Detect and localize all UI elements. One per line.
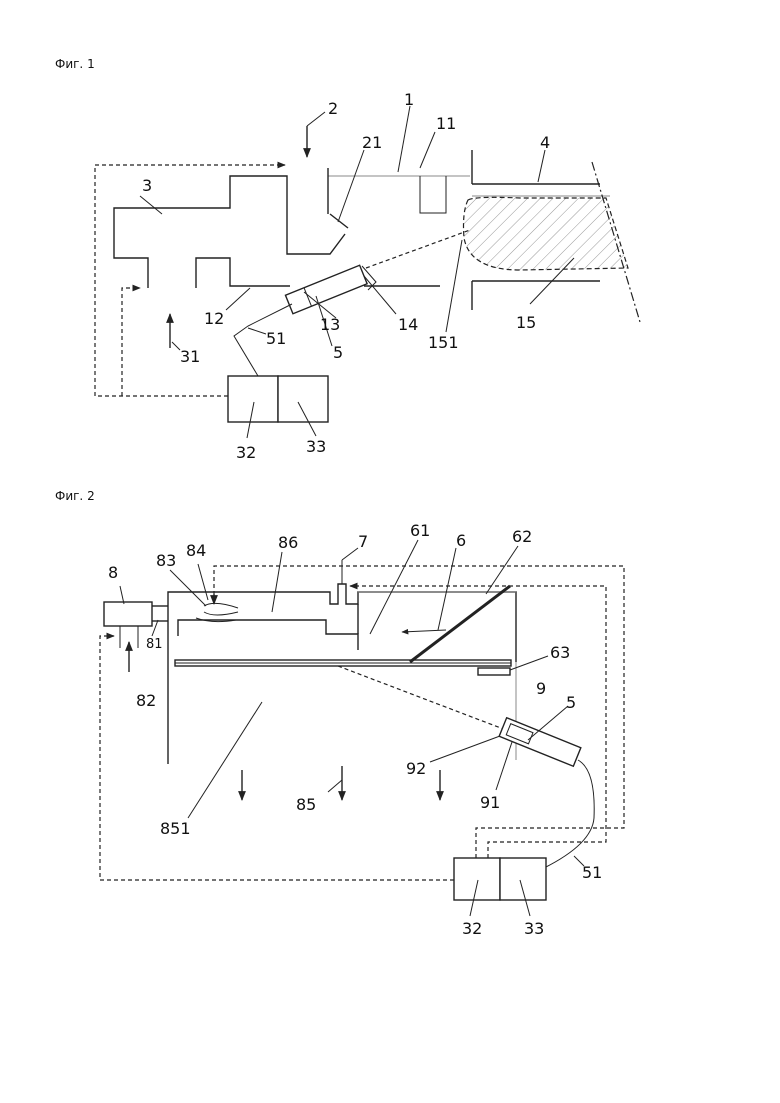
figure-1-title: Фиг. 1: [55, 57, 95, 71]
fig1-label-1: 1: [404, 90, 414, 109]
fig2-label-7: 7: [358, 532, 368, 551]
fig1-label-11: 11: [436, 114, 456, 133]
fig2-label-51: 51: [582, 863, 602, 882]
fig2-label-33: 33: [524, 919, 544, 938]
fig1-label-51: 51: [266, 329, 286, 348]
fig2-drawing: [100, 540, 624, 916]
fig1-label-12: 12: [204, 309, 224, 328]
fig1-label-32: 32: [236, 443, 256, 462]
fig2-label-61: 61: [410, 521, 430, 540]
fig2-label-83: 83: [156, 551, 176, 570]
fig1-label-4: 4: [540, 133, 550, 152]
fig1-label-151: 151: [428, 333, 459, 352]
fig2-label-81: 81: [146, 637, 163, 652]
figure-2-title: Фиг. 2: [55, 489, 95, 503]
fig2-label-84: 84: [186, 541, 206, 560]
fig1-label-2: 2: [328, 99, 338, 118]
figure-2: Фиг. 2: [55, 489, 624, 938]
fig2-label-6: 6: [456, 531, 466, 550]
fig1-label-3: 3: [142, 176, 152, 195]
fig2-label-85: 85: [296, 795, 316, 814]
fig1-label-33: 33: [306, 437, 326, 456]
fig2-label-851: 851: [160, 819, 191, 838]
fig2-label-5: 5: [566, 693, 576, 712]
fig1-label-21: 21: [362, 133, 382, 152]
fig2-label-91: 91: [480, 793, 500, 812]
fig2-label-86: 86: [278, 533, 298, 552]
fig1-label-13: 13: [320, 315, 340, 334]
figure-1: Фиг. 1: [55, 57, 640, 462]
fig2-label-32: 32: [462, 919, 482, 938]
fig1-label-5: 5: [333, 343, 343, 362]
fig2-label-63: 63: [550, 643, 570, 662]
fig2-label-62: 62: [512, 527, 532, 546]
fig1-label-14: 14: [398, 315, 418, 334]
fig1-label-15: 15: [516, 313, 536, 332]
fig2-label-9: 9: [536, 679, 546, 698]
fig1-label-31: 31: [180, 347, 200, 366]
fig2-label-82: 82: [136, 691, 156, 710]
fig2-label-8: 8: [108, 563, 118, 582]
fig1-drawing: [95, 106, 640, 438]
fig2-label-92: 92: [406, 759, 426, 778]
